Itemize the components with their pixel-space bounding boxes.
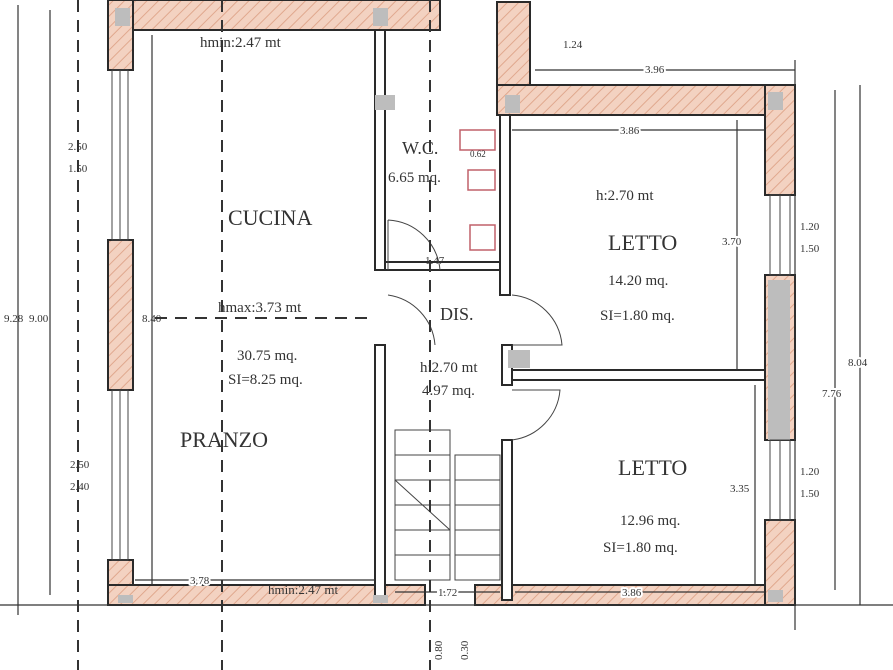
dim-window-r1-h: 1.20: [800, 221, 820, 233]
room-name-pranzo: PRANZO: [180, 427, 268, 452]
dim-window-r1-w: 1.50: [800, 243, 820, 255]
dim-bottom-a: 0.80: [433, 640, 445, 660]
cucina-si: SI=8.25 mq.: [228, 372, 303, 388]
dim-kitchen-depth: 8.40: [142, 313, 162, 325]
wall-kitchen-hall: [374, 344, 386, 601]
dis-area: 4.97 mq.: [422, 383, 475, 399]
dim-letto1-depth: 3.70: [722, 236, 742, 248]
room-name-cucina: CUCINA: [228, 205, 312, 230]
walls: [107, 0, 796, 606]
wall-top-right: [496, 84, 796, 116]
stairs: [394, 429, 501, 581]
wall-kitchen-wc: [374, 29, 386, 271]
dim-window-bottom-h: 2.50: [70, 459, 90, 471]
dim-wc-small: 0.62: [470, 149, 486, 159]
dim-window-top-h: 2.50: [68, 141, 88, 153]
wall-wc-bottom: [384, 261, 511, 271]
cucina-area: 30.75 mq.: [237, 348, 297, 364]
wall-hall-letto1: [499, 114, 511, 296]
dim-top-width: 3.96: [645, 64, 665, 76]
dim-window-r2-h: 1.20: [800, 466, 820, 478]
wc-fixtures: [459, 129, 496, 251]
dimension-lines: [0, 5, 893, 630]
dim-wc-width: 1.47: [425, 255, 445, 267]
letto1-height: h:2.70 mt: [596, 188, 654, 204]
wall-top-left: [107, 0, 441, 31]
cucina-hmin-bottom: hmin:2.47 mt: [268, 582, 338, 597]
room-name-wc: W.C.: [402, 138, 438, 158]
dim-window-r2-w: 1.50: [800, 488, 820, 500]
cucina-hmax: hmax:3.73 mt: [218, 300, 302, 316]
wc-area: 6.65 mq.: [388, 170, 441, 186]
dim-right-inner: 7.76: [822, 388, 842, 400]
doors: [387, 219, 563, 441]
room-name-letto2: LETTO: [618, 455, 687, 480]
cucina-hmin-top: hmin:2.47 mt: [200, 35, 282, 51]
dis-height: h:2.70 mt: [420, 360, 478, 376]
letto2-area: 12.96 mq.: [620, 513, 680, 529]
letto1-area: 14.20 mq.: [608, 273, 668, 289]
room-name-dis: DIS.: [440, 304, 474, 324]
dim-bottom-b: 0.30: [459, 640, 471, 660]
dim-kitchen-width: 3.78: [190, 575, 210, 587]
wall-bedrooms: [511, 369, 766, 381]
room-name-letto1: LETTO: [608, 230, 677, 255]
wall-left-mid: [107, 239, 134, 391]
dim-letto1-width: 3.86: [620, 125, 640, 137]
dim-top-step: 1.24: [563, 39, 583, 51]
dim-letto2-width: 3.86: [622, 587, 642, 599]
windows: [111, 69, 791, 561]
dimension-labels: 9.28 9.00 8.40 2.50 1.50 2.50 2.40 1.24 …: [4, 39, 870, 660]
letto1-si: SI=1.80 mq.: [600, 308, 675, 324]
dim-letto2-depth: 3.35: [730, 483, 750, 495]
dim-window-top-w: 1.50: [68, 163, 88, 175]
dim-total-left-inner: 9.00: [29, 313, 49, 325]
dim-total-left-outer: 9.28: [4, 313, 24, 325]
letto2-si: SI=1.80 mq.: [603, 540, 678, 556]
dim-window-bottom-w: 2.40: [70, 481, 90, 493]
dim-hall-width: 1.72: [438, 587, 457, 599]
dim-right-outer: 8.04: [848, 357, 868, 369]
wall-hall-letto2: [501, 439, 513, 601]
